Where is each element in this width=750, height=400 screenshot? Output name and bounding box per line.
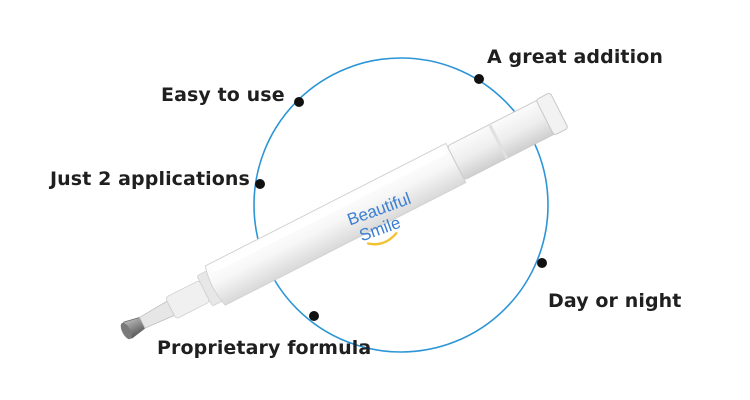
feature-label-great-addition: A great addition bbox=[487, 46, 664, 68]
feature-label-day-or-night: Day or night bbox=[548, 290, 682, 312]
feature-circle bbox=[253, 57, 549, 353]
feature-label-two-applications: Just 2 applications bbox=[50, 168, 250, 190]
brand-smile-icon bbox=[366, 232, 398, 246]
whitening-pen-icon bbox=[120, 93, 568, 340]
feature-dot-icon bbox=[537, 258, 547, 268]
feature-label-easy-to-use: Easy to use bbox=[161, 84, 285, 106]
feature-label-proprietary-formula: Proprietary formula bbox=[157, 337, 372, 359]
feature-dot-icon bbox=[309, 311, 319, 321]
feature-dot-icon bbox=[294, 97, 304, 107]
feature-dot-icon bbox=[474, 74, 484, 84]
feature-dot-icon bbox=[255, 179, 265, 189]
